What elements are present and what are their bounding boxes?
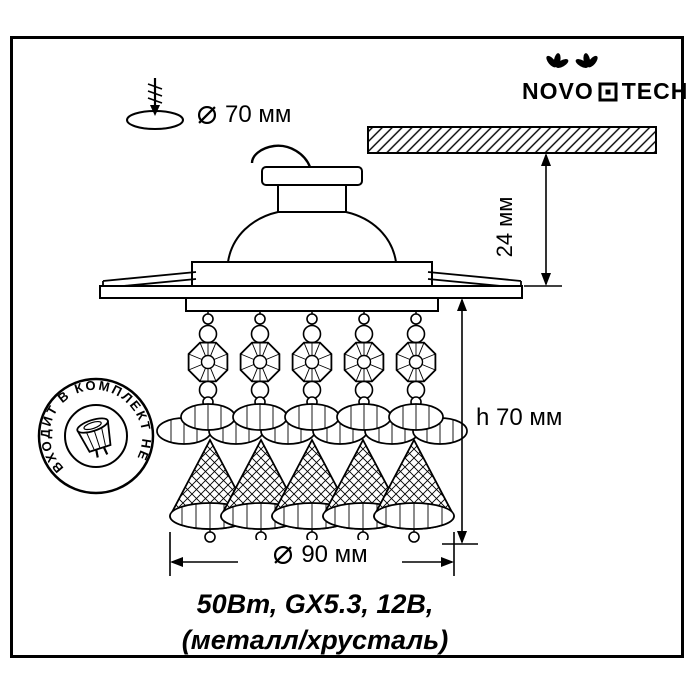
- crystal-strand: [187, 310, 229, 408]
- bead-garland: [156, 403, 468, 445]
- trim-ring: [99, 261, 523, 312]
- logo-square-o-icon: [598, 82, 618, 101]
- crystal-strand: [291, 310, 333, 408]
- crystal-strands: [187, 310, 437, 408]
- crystal-strand: [395, 310, 437, 408]
- fixture-housing: [226, 166, 398, 263]
- specs-line2: (металл/хрусталь): [181, 625, 449, 656]
- drill-icon: [147, 78, 163, 116]
- diameter-icon: [274, 545, 293, 565]
- dim-height-line: [442, 297, 478, 545]
- novotech-ornament-icon: [546, 53, 598, 68]
- protrusion-dimension: 24 мм: [492, 196, 517, 258]
- dim-protrusion-line: [524, 153, 562, 287]
- cutout-value: 70 мм: [225, 101, 292, 128]
- logo-text-novo: NOVO: [522, 78, 594, 104]
- diameter-value: 90 мм: [301, 541, 368, 568]
- diameter-dimension: 90 мм: [238, 540, 402, 570]
- not-included-badge: ВХОДИТ В КОМПЛЕКТ НЕ: [38, 378, 155, 495]
- diameter-icon: [197, 105, 217, 125]
- diagram-border: [10, 36, 684, 658]
- height-dimension: h 70 мм: [476, 404, 563, 431]
- cutout-dimension: 70 мм: [196, 101, 291, 129]
- lamp-specs: 50Вт, GX5.3, 12В, (металл/хрусталь): [85, 586, 545, 659]
- logo-text: NOVO TECH: [522, 78, 688, 105]
- ceiling-section: [367, 126, 657, 154]
- logo: NOVO TECH: [522, 52, 688, 105]
- logo-text-tech: TECH: [621, 78, 689, 104]
- supply-wire: [250, 144, 312, 168]
- mr16-lamp-icon: [76, 417, 112, 458]
- crystal-strand: [343, 310, 385, 408]
- crystal-strand: [239, 310, 281, 408]
- crystal-cones: [169, 439, 455, 543]
- specs-line1: 50Вт, GX5.3, 12В,: [196, 589, 434, 619]
- hole-ellipse-icon: [126, 110, 184, 130]
